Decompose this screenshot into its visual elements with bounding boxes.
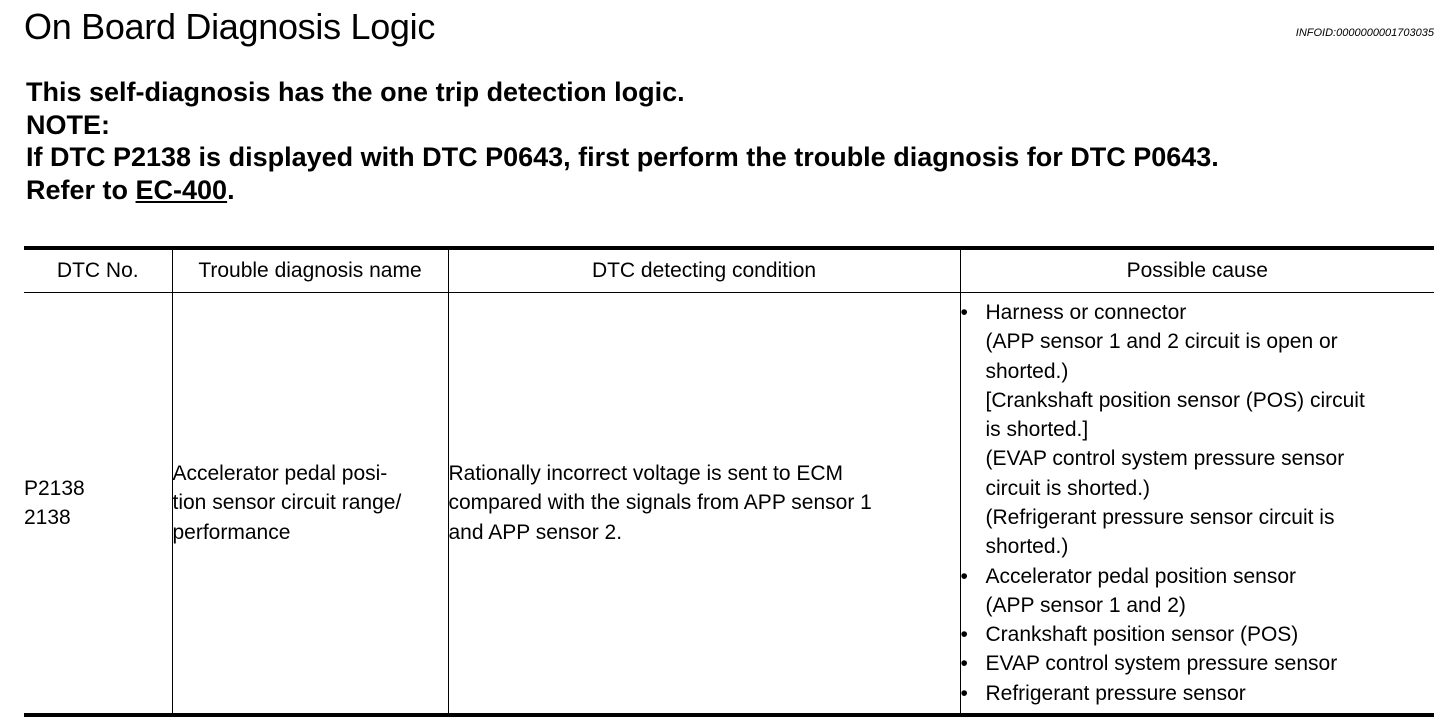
list-item: • EVAP control system pressure sensor [961, 649, 1435, 678]
header-dtc-no: DTC No. [56, 259, 139, 282]
page-title: On Board Diagnosis Logic [24, 6, 436, 47]
reference-prefix: Refer to [26, 174, 136, 205]
cause-line: Refrigerant pressure sensor [985, 681, 1246, 705]
intro-line-note-label: NOTE: [26, 109, 110, 140]
cause-line: (APP sensor 1 and 2) [985, 593, 1186, 617]
intro-line-detection-logic: This self-diagnosis has the one trip det… [26, 77, 685, 107]
header-dtc-detecting-condition: DTC detecting condition [447, 248, 960, 293]
list-item: • Refrigerant pressure sensor [961, 679, 1435, 708]
bullet-icon: • [960, 681, 968, 705]
dtc-table: DTC No. Trouble diagnosis name DTC detec… [24, 246, 1434, 717]
cause-line: (APP sensor 1 and 2 circuit is open or [985, 330, 1338, 354]
bullet-icon: • [960, 300, 968, 324]
cause-line: EVAP control system pressure sensor [985, 652, 1338, 676]
cause-line: (EVAP control system pressure sensor [985, 447, 1345, 471]
reference-suffix: . [227, 174, 235, 205]
ec-400-link[interactable]: EC-400 [135, 174, 228, 205]
cause-line: [Crankshaft position sensor (POS) circui… [985, 388, 1365, 412]
cause-line: shorted.) [985, 359, 1069, 383]
header-possible-cause: Possible cause [959, 248, 1434, 293]
cell-trouble-diagnosis-name: Accelerator pedal posi- tion sensor circ… [171, 292, 448, 715]
name-line: performance [172, 520, 291, 544]
intro-line-reference: Refer to EC-400. [26, 174, 1219, 207]
condition-line: and APP sensor 2. [448, 520, 623, 544]
list-item: • Harness or connector (APP sensor 1 and… [961, 298, 1435, 562]
name-line: Accelerator pedal posi- [172, 462, 388, 486]
cause-line: circuit is shorted.) [985, 476, 1151, 500]
bullet-icon: • [960, 623, 968, 647]
cell-dtc-detecting-condition: Rationally incorrect voltage is sent to … [447, 292, 960, 715]
table-row: P2138 2138 Accelerator pedal posi- tion … [24, 292, 1435, 716]
cause-line: is shorted.] [985, 418, 1089, 442]
intro-note: This self-diagnosis has the one trip det… [26, 76, 1219, 206]
name-line: tion sensor circuit range/ [172, 491, 402, 515]
cause-line: Crankshaft position sensor (POS) [985, 623, 1299, 647]
list-item: • Crankshaft position sensor (POS) [961, 620, 1435, 649]
possible-cause-list: • Harness or connector (APP sensor 1 and… [961, 298, 1435, 708]
cause-line: Harness or connector [985, 300, 1187, 324]
table-header-row: DTC No. Trouble diagnosis name DTC detec… [24, 248, 1434, 293]
info-id: INFOID:0000000001703035 [1295, 27, 1434, 39]
cell-possible-cause: • Harness or connector (APP sensor 1 and… [959, 292, 1435, 715]
bullet-icon: • [960, 652, 968, 676]
condition-line: Rationally incorrect voltage is sent to … [448, 462, 844, 486]
dtc-code-mil: 2138 [24, 506, 71, 529]
cause-line: (Refrigerant pressure sensor circuit is [985, 506, 1335, 529]
cause-line: shorted.) [985, 535, 1069, 559]
cause-line: Accelerator pedal position sensor [985, 564, 1297, 588]
bullet-icon: • [960, 564, 968, 588]
condition-line: compared with the signals from APP senso… [448, 491, 872, 515]
cell-dtc-no: P2138 2138 [24, 293, 172, 716]
intro-line-dtc-instruction: If DTC P2138 is displayed with DTC P0643… [26, 142, 1219, 172]
dtc-code-consult: P2138 [24, 476, 85, 500]
header-trouble-diagnosis-name: Trouble diagnosis name [171, 248, 448, 293]
list-item: • Accelerator pedal position sensor (APP… [961, 562, 1435, 621]
